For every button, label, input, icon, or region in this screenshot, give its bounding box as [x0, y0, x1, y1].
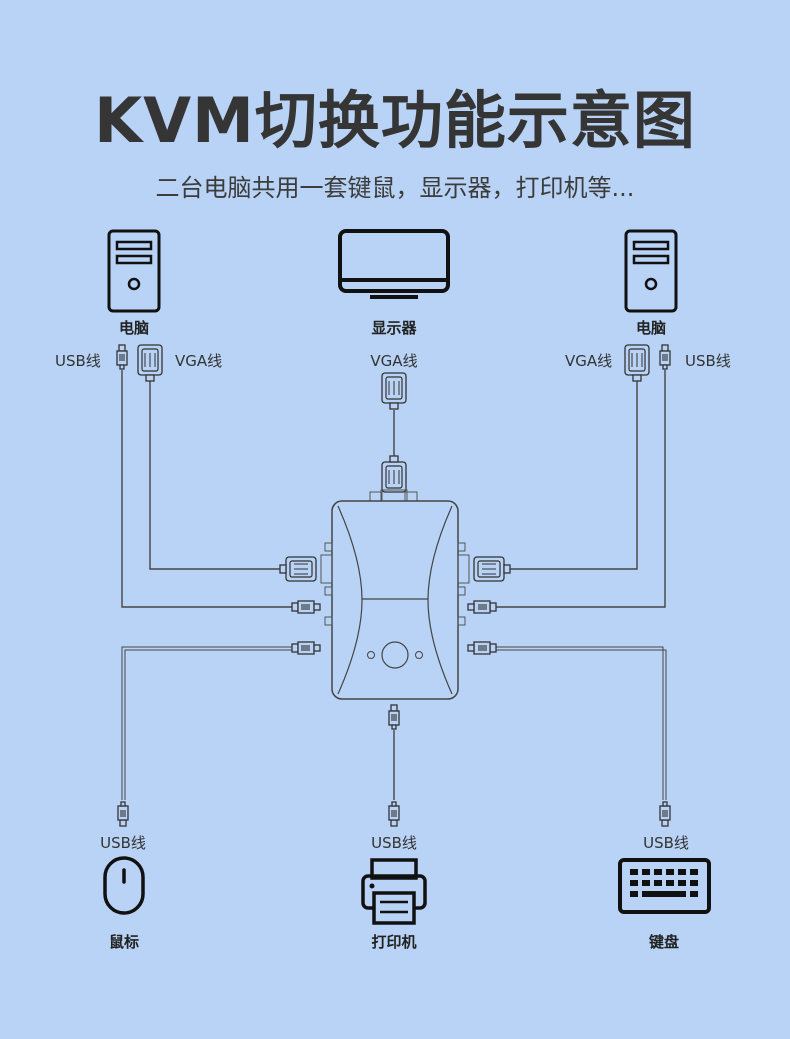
usb-connector-icon	[117, 801, 129, 827]
vga-connector-icon	[624, 344, 650, 382]
keyboard-usb-label: USB线	[643, 834, 689, 852]
pc-right-label: 电脑	[636, 319, 666, 337]
usb-connector-icon	[116, 344, 128, 370]
mouse-usb-cable	[121, 646, 292, 800]
vga-connector-icon	[279, 556, 317, 582]
printer: 打印机	[361, 858, 427, 951]
usb-connector-icon	[467, 641, 497, 655]
mouse: 鼠标	[103, 856, 145, 951]
usb-connector-icon	[659, 801, 671, 827]
usb-connector-icon	[291, 641, 321, 655]
mouse-label: 鼠标	[109, 933, 139, 951]
usb-connector-icon	[659, 344, 671, 370]
mouse-icon	[103, 856, 145, 915]
monitor-vga-label: VGA线	[370, 352, 417, 370]
mouse-usb-label: USB线	[100, 834, 146, 852]
pc-right: 电脑	[624, 229, 678, 337]
keyboard-usb-cable	[496, 646, 664, 800]
usb-connector-icon	[291, 600, 321, 614]
pc-right-vga-cable	[504, 380, 638, 570]
usb-connector-icon	[388, 704, 400, 730]
printer-icon	[361, 858, 427, 925]
pc-left-usb-label: USB线	[55, 352, 101, 370]
usb-connector-icon	[388, 801, 400, 827]
monitor-icon	[338, 229, 450, 299]
monitor-label: 显示器	[371, 319, 417, 337]
pc-left-usb-cable	[121, 370, 292, 608]
page-subtitle: 二台电脑共用一套键鼠，显示器，打印机等...	[155, 174, 635, 202]
page-title: KVM切换功能示意图	[94, 84, 696, 157]
vga-connector-icon	[381, 455, 407, 493]
pc-right-usb-cable	[496, 370, 666, 608]
keyboard-icon	[618, 858, 711, 914]
keyboard-label: 键盘	[648, 933, 679, 951]
keyboard: 键盘	[618, 858, 711, 951]
usb-connector-icon	[467, 600, 497, 614]
desktop-tower-icon	[624, 229, 678, 313]
pc-left: 电脑	[107, 229, 161, 337]
vga-connector-icon	[381, 372, 407, 410]
printer-usb-label: USB线	[371, 834, 417, 852]
kvm-switch-icon	[320, 489, 470, 700]
vga-connector-icon	[137, 344, 163, 382]
monitor: 显示器	[338, 229, 450, 337]
printer-label: 打印机	[371, 933, 416, 951]
pc-right-usb-label: USB线	[685, 352, 731, 370]
pc-left-vga-label: VGA线	[175, 352, 222, 370]
pc-right-vga-label: VGA线	[565, 352, 612, 370]
pc-left-vga-cable	[149, 380, 286, 570]
pc-left-label: 电脑	[119, 319, 149, 337]
vga-connector-icon	[473, 556, 511, 582]
desktop-tower-icon	[107, 229, 161, 313]
